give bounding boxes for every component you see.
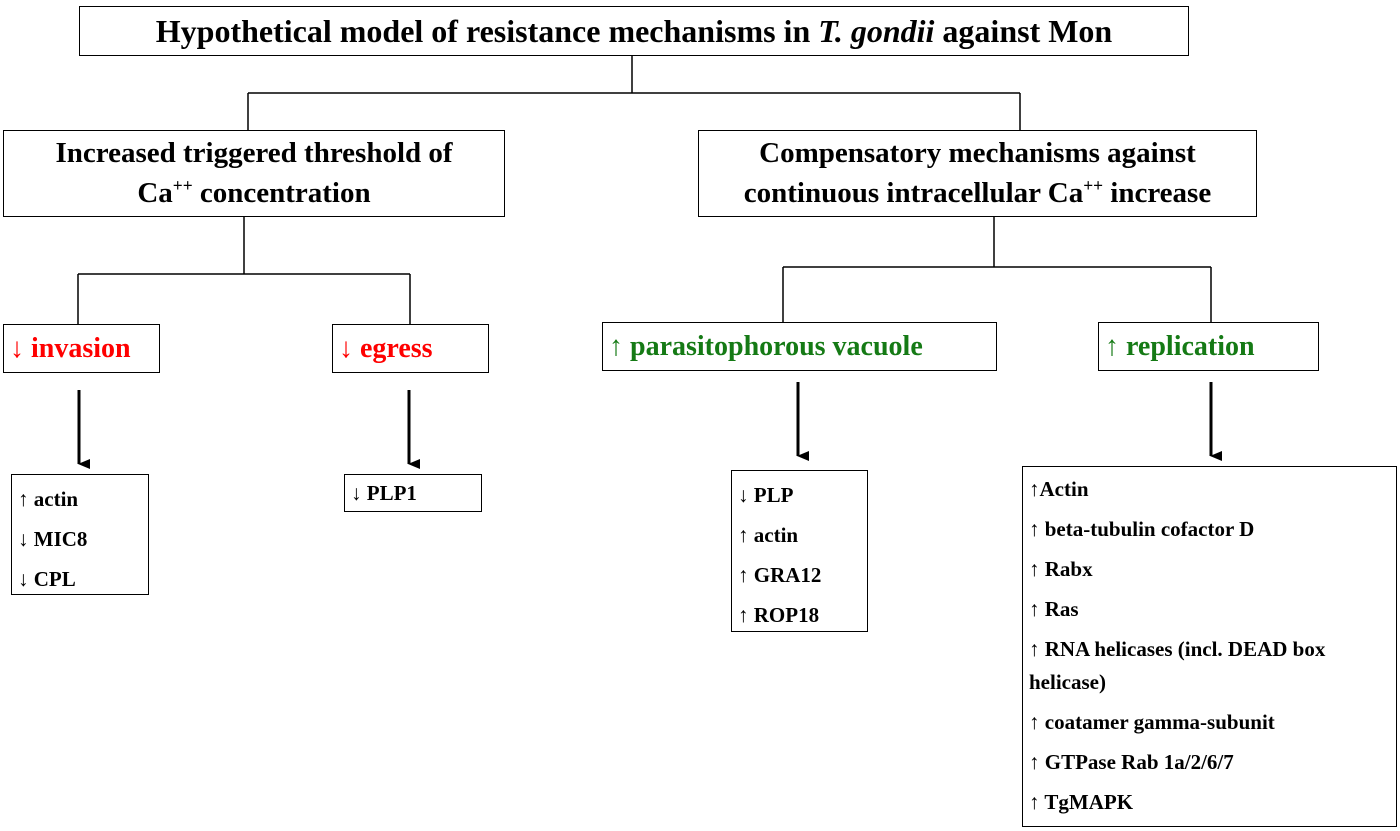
invasion-list-box: ↑ actin ↓ MIC8 ↓ CPL [11,474,149,595]
list-item: ↑ coatamer gamma-subunit [1029,710,1275,734]
list-item: ↑ GTPase Rab 1a/2/6/7 [1029,750,1234,774]
list-item: ↑ TgMAPK [1029,790,1134,814]
list-item: ↑ ROP18 [738,603,820,627]
replication-list-box: ↑Actin ↑ beta-tubulin cofactor D ↑ Rabx … [1022,466,1397,827]
effect-replication-box: ↑ replication [1098,322,1319,371]
effect-egress-box: ↓ egress [332,324,489,373]
list-item: ↑ RNA helicases (incl. DEAD box helicase… [1029,637,1326,694]
title-text-after: against Mon [934,12,1113,49]
list-item: ↓ MIC8 [18,527,88,551]
list-item: ↑Actin [1029,477,1089,501]
effect-invasion-box: ↓ invasion [3,324,160,373]
branch-compensatory-line1: Compensatory mechanisms against [759,137,1196,170]
list-item: ↑ Ras [1029,597,1079,621]
title-text-before: Hypothetical model of resistance mechani… [155,12,819,49]
egress-list-box: ↓ PLP1 [344,474,482,512]
effect-vacuole-label: ↑ parasitophorous vacuole [609,330,923,362]
list-item: ↑ GRA12 [738,563,822,587]
list-item: ↓ PLP1 [351,481,417,505]
branch-threshold-box: Increased triggered threshold of Ca++ co… [3,130,505,217]
branch-compensatory-box: Compensatory mechanisms against continuo… [698,130,1257,217]
effect-vacuole-box: ↑ parasitophorous vacuole [602,322,997,371]
branch-threshold-line2: Ca++ concentration [137,174,371,209]
list-item: ↑ actin [738,523,799,547]
branch-compensatory-line2: continuous intracellular Ca++ increase [743,174,1212,209]
list-item: ↓ CPL [18,567,76,591]
diagram-title: Hypothetical model of resistance mechani… [79,6,1189,56]
title-text-species: T. gondii [818,12,935,49]
list-item: ↑ actin [18,487,79,511]
vacuole-list-box: ↓ PLP ↑ actin ↑ GRA12 ↑ ROP18 [731,470,868,632]
effect-invasion-label: ↓ invasion [10,332,131,364]
list-item: ↑ Rabx [1029,557,1093,581]
list-item: ↓ PLP [738,483,794,507]
list-item: ↑ beta-tubulin cofactor D [1029,517,1255,541]
effect-egress-label: ↓ egress [339,332,433,364]
effect-replication-label: ↑ replication [1105,330,1255,362]
branch-threshold-line1: Increased triggered threshold of [55,137,453,170]
